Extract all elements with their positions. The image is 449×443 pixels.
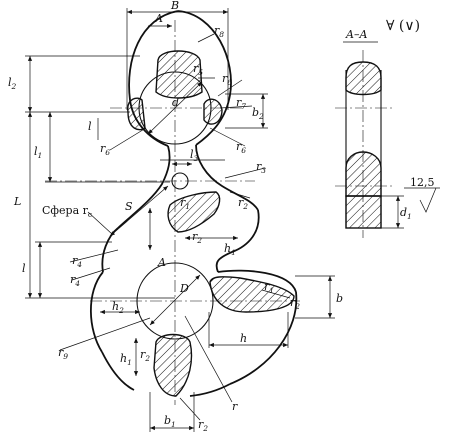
- label-roughness: 12,5: [410, 176, 435, 189]
- leader-r2c: [261, 289, 291, 299]
- leader-r6b: [209, 127, 246, 147]
- label-d: d: [172, 96, 179, 109]
- leader-r2a: [229, 191, 251, 199]
- leader-sphere: [87, 211, 113, 235]
- label-l3: l3: [190, 148, 199, 163]
- label-r4b: r4: [70, 273, 80, 288]
- leader-r6c: [109, 127, 147, 151]
- label-D: D: [179, 282, 189, 295]
- label-h1-low: h1: [120, 352, 132, 367]
- label-B: B: [170, 0, 179, 12]
- label-A-mid: A: [157, 256, 166, 269]
- label-r2c: r2: [290, 296, 300, 311]
- label-h2: h2: [112, 300, 124, 315]
- label-L: L: [13, 195, 21, 208]
- label-r1a: r1: [180, 196, 190, 211]
- label-h1: h1: [224, 242, 236, 257]
- section-left-eye: [127, 97, 146, 131]
- label-d1: d1: [400, 206, 412, 221]
- label-r: r: [232, 400, 238, 413]
- label-A-top: A: [154, 12, 163, 25]
- label-r8: r8: [214, 24, 224, 39]
- label-l2: l2: [8, 76, 17, 91]
- label-b2: b2: [252, 106, 264, 121]
- leader-r4a: [69, 249, 119, 263]
- label-r2b: r2: [192, 230, 202, 245]
- section-bottom: [153, 333, 193, 397]
- section-bowl-right: [209, 276, 295, 313]
- label-l1: l1: [34, 145, 42, 160]
- label-sphere: Сфера rc: [42, 204, 92, 219]
- label-r7: r7: [236, 96, 246, 111]
- leader-r3: [224, 167, 266, 179]
- section-neck: [167, 191, 221, 233]
- leader-r9: [59, 317, 151, 351]
- label-r2-low: r2: [140, 348, 150, 363]
- d-dim: [147, 81, 203, 135]
- label-section-a-a: A–A: [345, 28, 367, 41]
- label-r3: r3: [256, 160, 266, 175]
- leader-r7: [219, 105, 253, 109]
- label-b: b: [336, 292, 343, 305]
- leader-r6a: [217, 79, 243, 97]
- leader-r8: [197, 33, 215, 43]
- label-r6a: r6: [222, 72, 232, 87]
- label-l: l: [22, 262, 26, 275]
- label-r2d: r2: [198, 418, 208, 433]
- section-right-eye: [203, 98, 223, 125]
- hook-outline: [89, 10, 298, 397]
- label-r5: r5: [193, 62, 203, 77]
- section-a-a: [335, 41, 440, 238]
- label-h: h: [240, 332, 247, 345]
- label-r2a: r2: [238, 196, 248, 211]
- leader-r: [184, 315, 233, 403]
- leader-r4b: [71, 267, 111, 281]
- label-r6c: r6: [100, 142, 110, 157]
- label-finish-symbol: ∀ (∨): [386, 18, 420, 34]
- label-S: S: [125, 200, 133, 213]
- label-r4a: r4: [72, 254, 82, 269]
- s-dim: [109, 185, 169, 237]
- label-b1: b1: [164, 414, 176, 429]
- label-r6b: r6: [236, 140, 246, 155]
- D-dim: [149, 274, 201, 326]
- label-l-small: l: [88, 120, 92, 133]
- label-r9: r9: [58, 346, 68, 361]
- label-r1b: r1: [264, 280, 274, 295]
- leader-r2d: [179, 397, 201, 421]
